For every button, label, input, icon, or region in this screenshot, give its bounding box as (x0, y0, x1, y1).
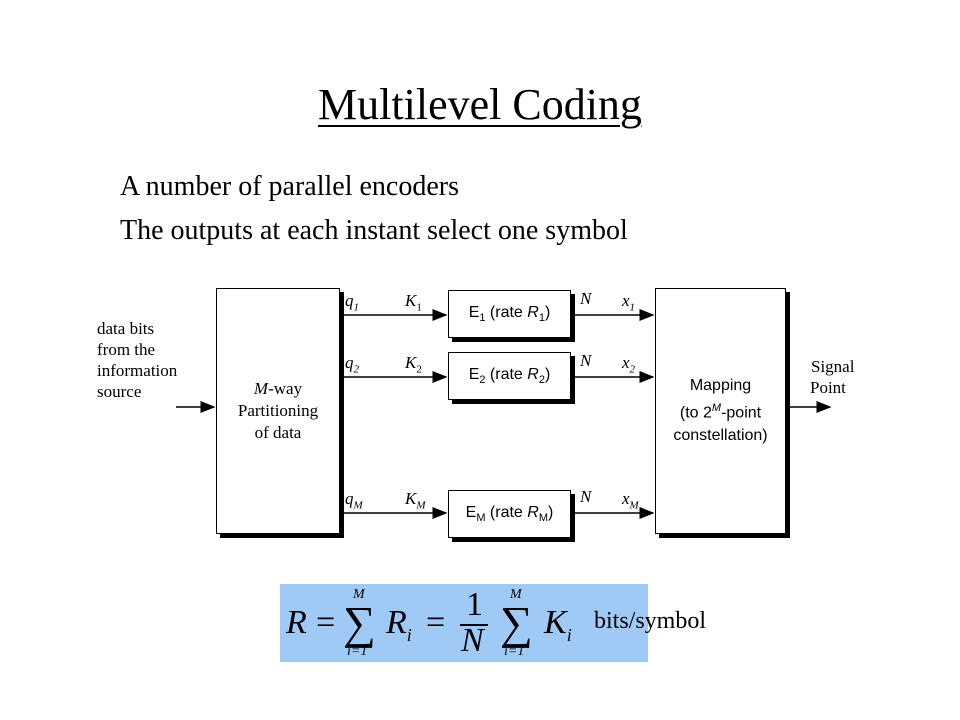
q2-label: q2 (345, 353, 359, 376)
formula-eq-2: = (426, 604, 446, 641)
output-label: Signal Point (810, 357, 855, 397)
nm-label: N (580, 487, 592, 506)
bullet-select-symbol: The outputs at each instant select one s… (120, 215, 628, 246)
km-label: KM (405, 489, 426, 512)
qm-label: qM (345, 489, 363, 512)
partition-block: M-way Partitioning of data (216, 288, 340, 534)
x1-label: x1 (622, 291, 636, 314)
fraction-bar (460, 624, 488, 626)
n1-label: N (580, 289, 592, 308)
formula-sum1-upper: M (353, 587, 365, 602)
formula-numerator: 1 (466, 586, 483, 623)
encoder-2-block: E2 (rate R2) (448, 352, 571, 400)
rate-formula: R = M ∑ i=1 Ri = 1 N M ∑ i=1 Ki bits/sym… (280, 584, 706, 662)
formula-denominator: N (461, 622, 484, 659)
formula-sum2-upper: M (510, 587, 522, 602)
formula-r-i: Ri (386, 604, 412, 645)
k2-label: K2 (405, 353, 422, 376)
formula-unit: bits/symbol (594, 608, 707, 634)
formula-sum1-lower: i=1 (347, 644, 368, 659)
formula-k-i: Ki (544, 604, 572, 645)
x2-label: x2 (622, 353, 636, 376)
slide-title: Multilevel Coding (318, 80, 642, 129)
formula-r: R (286, 604, 307, 641)
sum-1-icon: ∑ (343, 597, 376, 648)
encoder-m-block: EM (rate RM) (448, 490, 571, 538)
q1-label: q1 (345, 291, 359, 314)
xm-label: xM (622, 489, 639, 512)
input-label: data bits from the information source (97, 319, 178, 401)
n2-label: N (580, 351, 592, 370)
bullet-parallel-encoders: A number of parallel encoders (120, 171, 459, 202)
encoder-1-block: E1 (rate R1) (448, 290, 571, 338)
formula-eq-1: = (316, 604, 336, 641)
mapping-block: Mapping (to 2M-point constellation) (655, 288, 786, 534)
k1-label: K1 (405, 291, 422, 314)
sum-2-icon: ∑ (500, 597, 533, 648)
formula-sum2-lower: i=1 (504, 644, 525, 659)
